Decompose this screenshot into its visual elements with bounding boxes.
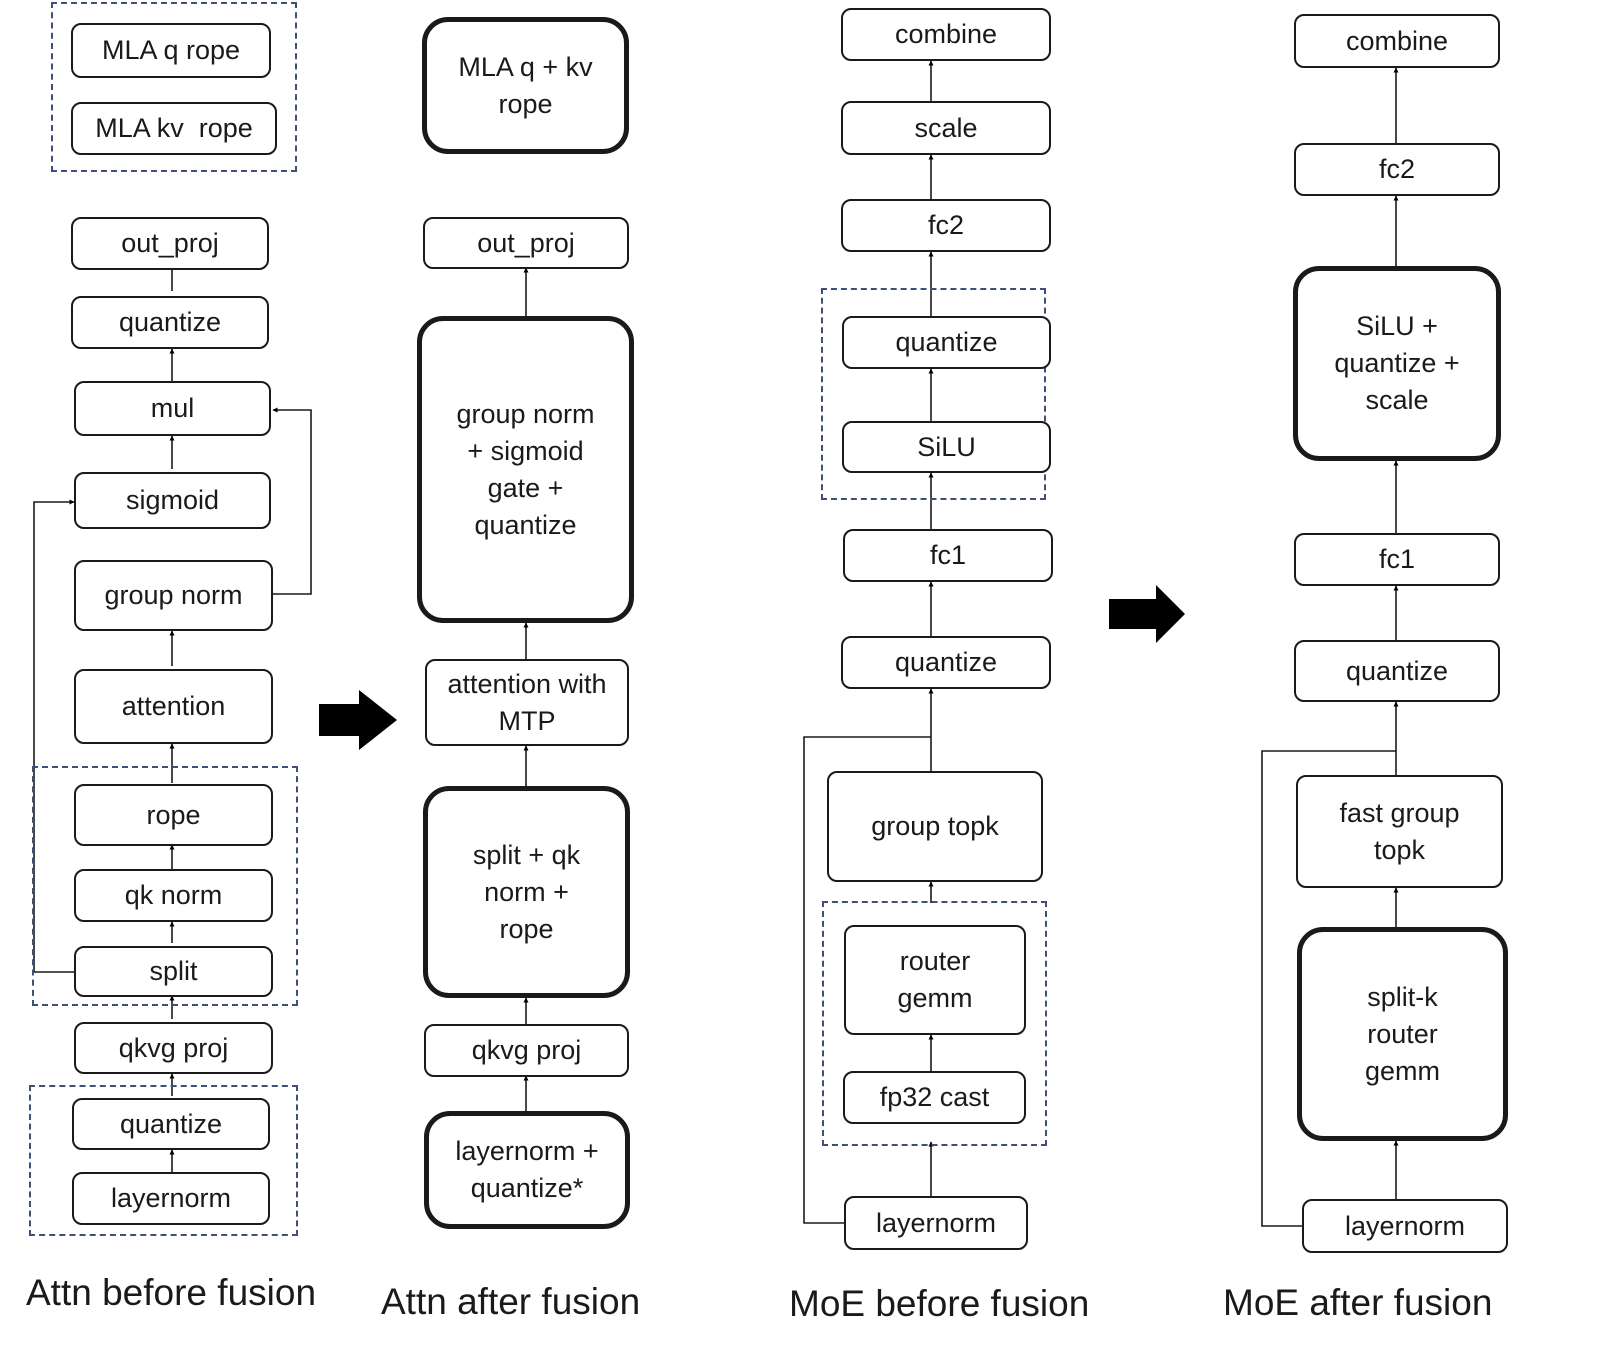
group-mla-rope xyxy=(51,2,297,172)
node-mul[interactable]: mul xyxy=(74,381,271,436)
node-layernorm[interactable]: layernorm xyxy=(1302,1199,1508,1253)
node-fc2[interactable]: fc2 xyxy=(841,199,1051,252)
node-quantize-top[interactable]: quantize xyxy=(71,296,269,349)
node-quantize-top[interactable]: quantize xyxy=(842,316,1051,369)
node-fc2[interactable]: fc2 xyxy=(1294,143,1500,196)
node-fc1[interactable]: fc1 xyxy=(1294,533,1500,586)
node-split-k-router-gemm[interactable]: split-k router gemm xyxy=(1297,927,1508,1141)
node-sigmoid[interactable]: sigmoid xyxy=(74,472,271,529)
node-qk-norm[interactable]: qk norm xyxy=(74,869,273,922)
edge-moe-before-layernorm-bypass xyxy=(803,736,931,1224)
node-fused-group-norm-sigmoid-quantize[interactable]: group norm + sigmoid gate + quantize xyxy=(417,316,634,623)
caption-moe-after-fusion: MoE after fusion xyxy=(1223,1282,1493,1323)
node-layernorm[interactable]: layernorm xyxy=(844,1196,1028,1250)
node-out-proj[interactable]: out_proj xyxy=(71,217,269,270)
caption-attn-before-fusion: Attn before fusion xyxy=(26,1272,317,1313)
node-rope[interactable]: rope xyxy=(74,784,273,846)
edge-moe-after-layernorm-bypass xyxy=(1261,750,1396,1227)
group-silu-quantize xyxy=(821,288,1046,500)
node-attention[interactable]: attention xyxy=(74,669,273,744)
node-quantize-bottom[interactable]: quantize xyxy=(72,1098,270,1150)
caption-attn-after-fusion: Attn after fusion xyxy=(381,1281,641,1322)
node-fc1[interactable]: fc1 xyxy=(843,529,1053,582)
node-mla-kv-rope[interactable]: MLA kv rope xyxy=(71,102,277,155)
node-group-topk[interactable]: group topk xyxy=(827,771,1043,882)
group-layernorm-quantize xyxy=(29,1085,298,1236)
node-fused-layernorm-quantize[interactable]: layernorm + quantize* xyxy=(424,1111,630,1229)
node-mla-q-rope[interactable]: MLA q rope xyxy=(71,23,271,78)
node-combine[interactable]: combine xyxy=(1294,14,1500,68)
caption-moe-before-fusion: MoE before fusion xyxy=(789,1283,1090,1324)
node-fused-split-qk-norm-rope[interactable]: split + qk norm + rope xyxy=(423,786,630,998)
node-silu[interactable]: SiLU xyxy=(842,421,1051,473)
node-router-gemm[interactable]: router gemm xyxy=(844,925,1026,1035)
right-arrow-icon xyxy=(1109,585,1185,643)
node-fp32-cast[interactable]: fp32 cast xyxy=(843,1071,1026,1124)
node-split[interactable]: split xyxy=(74,946,273,997)
group-split-qk-rope xyxy=(32,766,298,1006)
node-attention-with-mtp[interactable]: attention with MTP xyxy=(425,659,629,746)
edge-attn-before-group-norm-to-mul xyxy=(272,407,312,595)
node-layernorm[interactable]: layernorm xyxy=(72,1172,270,1225)
node-quantize-mid[interactable]: quantize xyxy=(841,636,1051,689)
node-fast-group-topk[interactable]: fast group topk xyxy=(1296,775,1503,888)
node-quantize[interactable]: quantize xyxy=(1294,640,1500,702)
node-combine[interactable]: combine xyxy=(841,8,1051,61)
right-arrow-icon xyxy=(319,690,397,750)
node-out-proj[interactable]: out_proj xyxy=(423,217,629,269)
node-fused-silu-quantize-scale[interactable]: SiLU + quantize + scale xyxy=(1293,266,1501,461)
node-group-norm[interactable]: group norm xyxy=(74,560,273,631)
edge-attn-before-split-to-sigmoid xyxy=(33,499,75,973)
group-router-cast xyxy=(822,901,1047,1146)
node-qkvg-proj[interactable]: qkvg proj xyxy=(424,1024,629,1077)
node-qkvg-proj[interactable]: qkvg proj xyxy=(74,1022,273,1074)
node-scale[interactable]: scale xyxy=(841,101,1051,155)
node-fused-mla-rope[interactable]: MLA q + kv rope xyxy=(422,17,629,154)
